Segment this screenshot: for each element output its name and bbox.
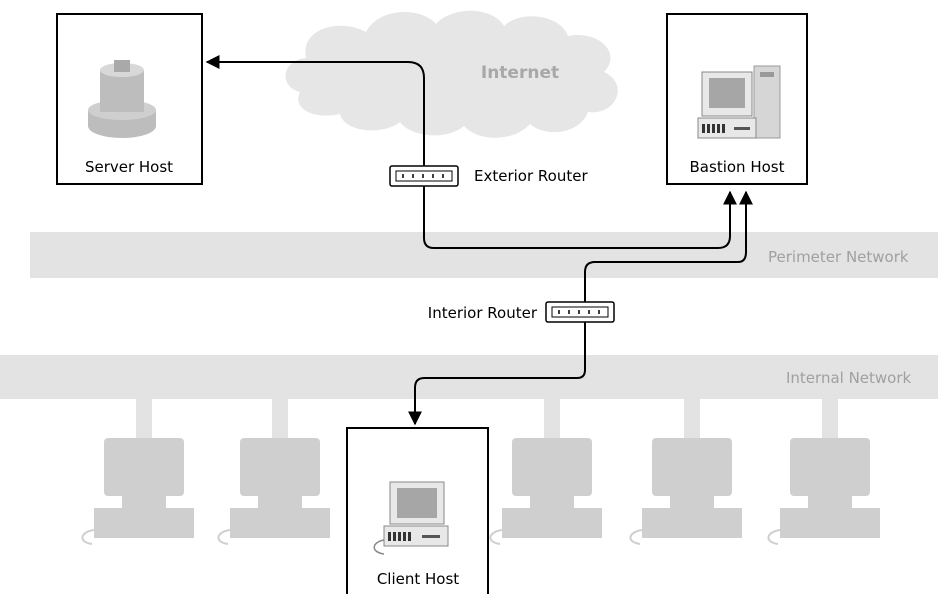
drop-line <box>272 399 288 439</box>
exterior-router-label: Exterior Router <box>474 167 588 185</box>
drop-line <box>684 399 700 439</box>
server-host-label: Server Host <box>85 158 173 176</box>
connections <box>205 55 753 426</box>
internal-drop-lines <box>136 399 838 439</box>
drop-line <box>544 399 560 439</box>
client-host: Client Host <box>346 427 489 598</box>
exterior-router: Exterior Router <box>389 165 588 187</box>
exterior-to-server-line <box>205 55 425 166</box>
exterior-to-bastion-line <box>423 186 737 249</box>
perimeter-network-label: Perimeter Network <box>768 248 909 266</box>
drop-line <box>136 399 152 439</box>
internal-host-terminals <box>81 438 880 545</box>
router-icon <box>389 165 459 187</box>
interior-to-bastion-line <box>584 190 753 302</box>
computer-icon <box>697 65 781 139</box>
terminal-icon <box>217 438 330 545</box>
client-host-label: Client Host <box>377 570 459 588</box>
internet-label: Internet <box>481 63 559 83</box>
terminal-icon <box>767 438 880 545</box>
internal-network-label: Internal Network <box>786 369 912 387</box>
perimeter-network-band <box>30 232 938 278</box>
computer-icon <box>373 481 449 555</box>
server-icon <box>88 60 156 138</box>
interior-router: Interior Router <box>428 301 615 323</box>
interior-router-label: Interior Router <box>428 304 538 322</box>
internet-cloud: Internet <box>285 10 618 138</box>
terminal-icon <box>489 438 602 545</box>
bastion-host-label: Bastion Host <box>690 158 785 176</box>
interior-to-client-line <box>408 322 586 426</box>
terminal-icon <box>81 438 194 545</box>
router-icon <box>545 301 615 323</box>
perimeter-network: Perimeter Network <box>30 232 938 278</box>
drop-line <box>822 399 838 439</box>
server-host: Server Host <box>56 13 203 185</box>
terminal-icon <box>629 438 742 545</box>
bastion-host: Bastion Host <box>666 13 808 185</box>
